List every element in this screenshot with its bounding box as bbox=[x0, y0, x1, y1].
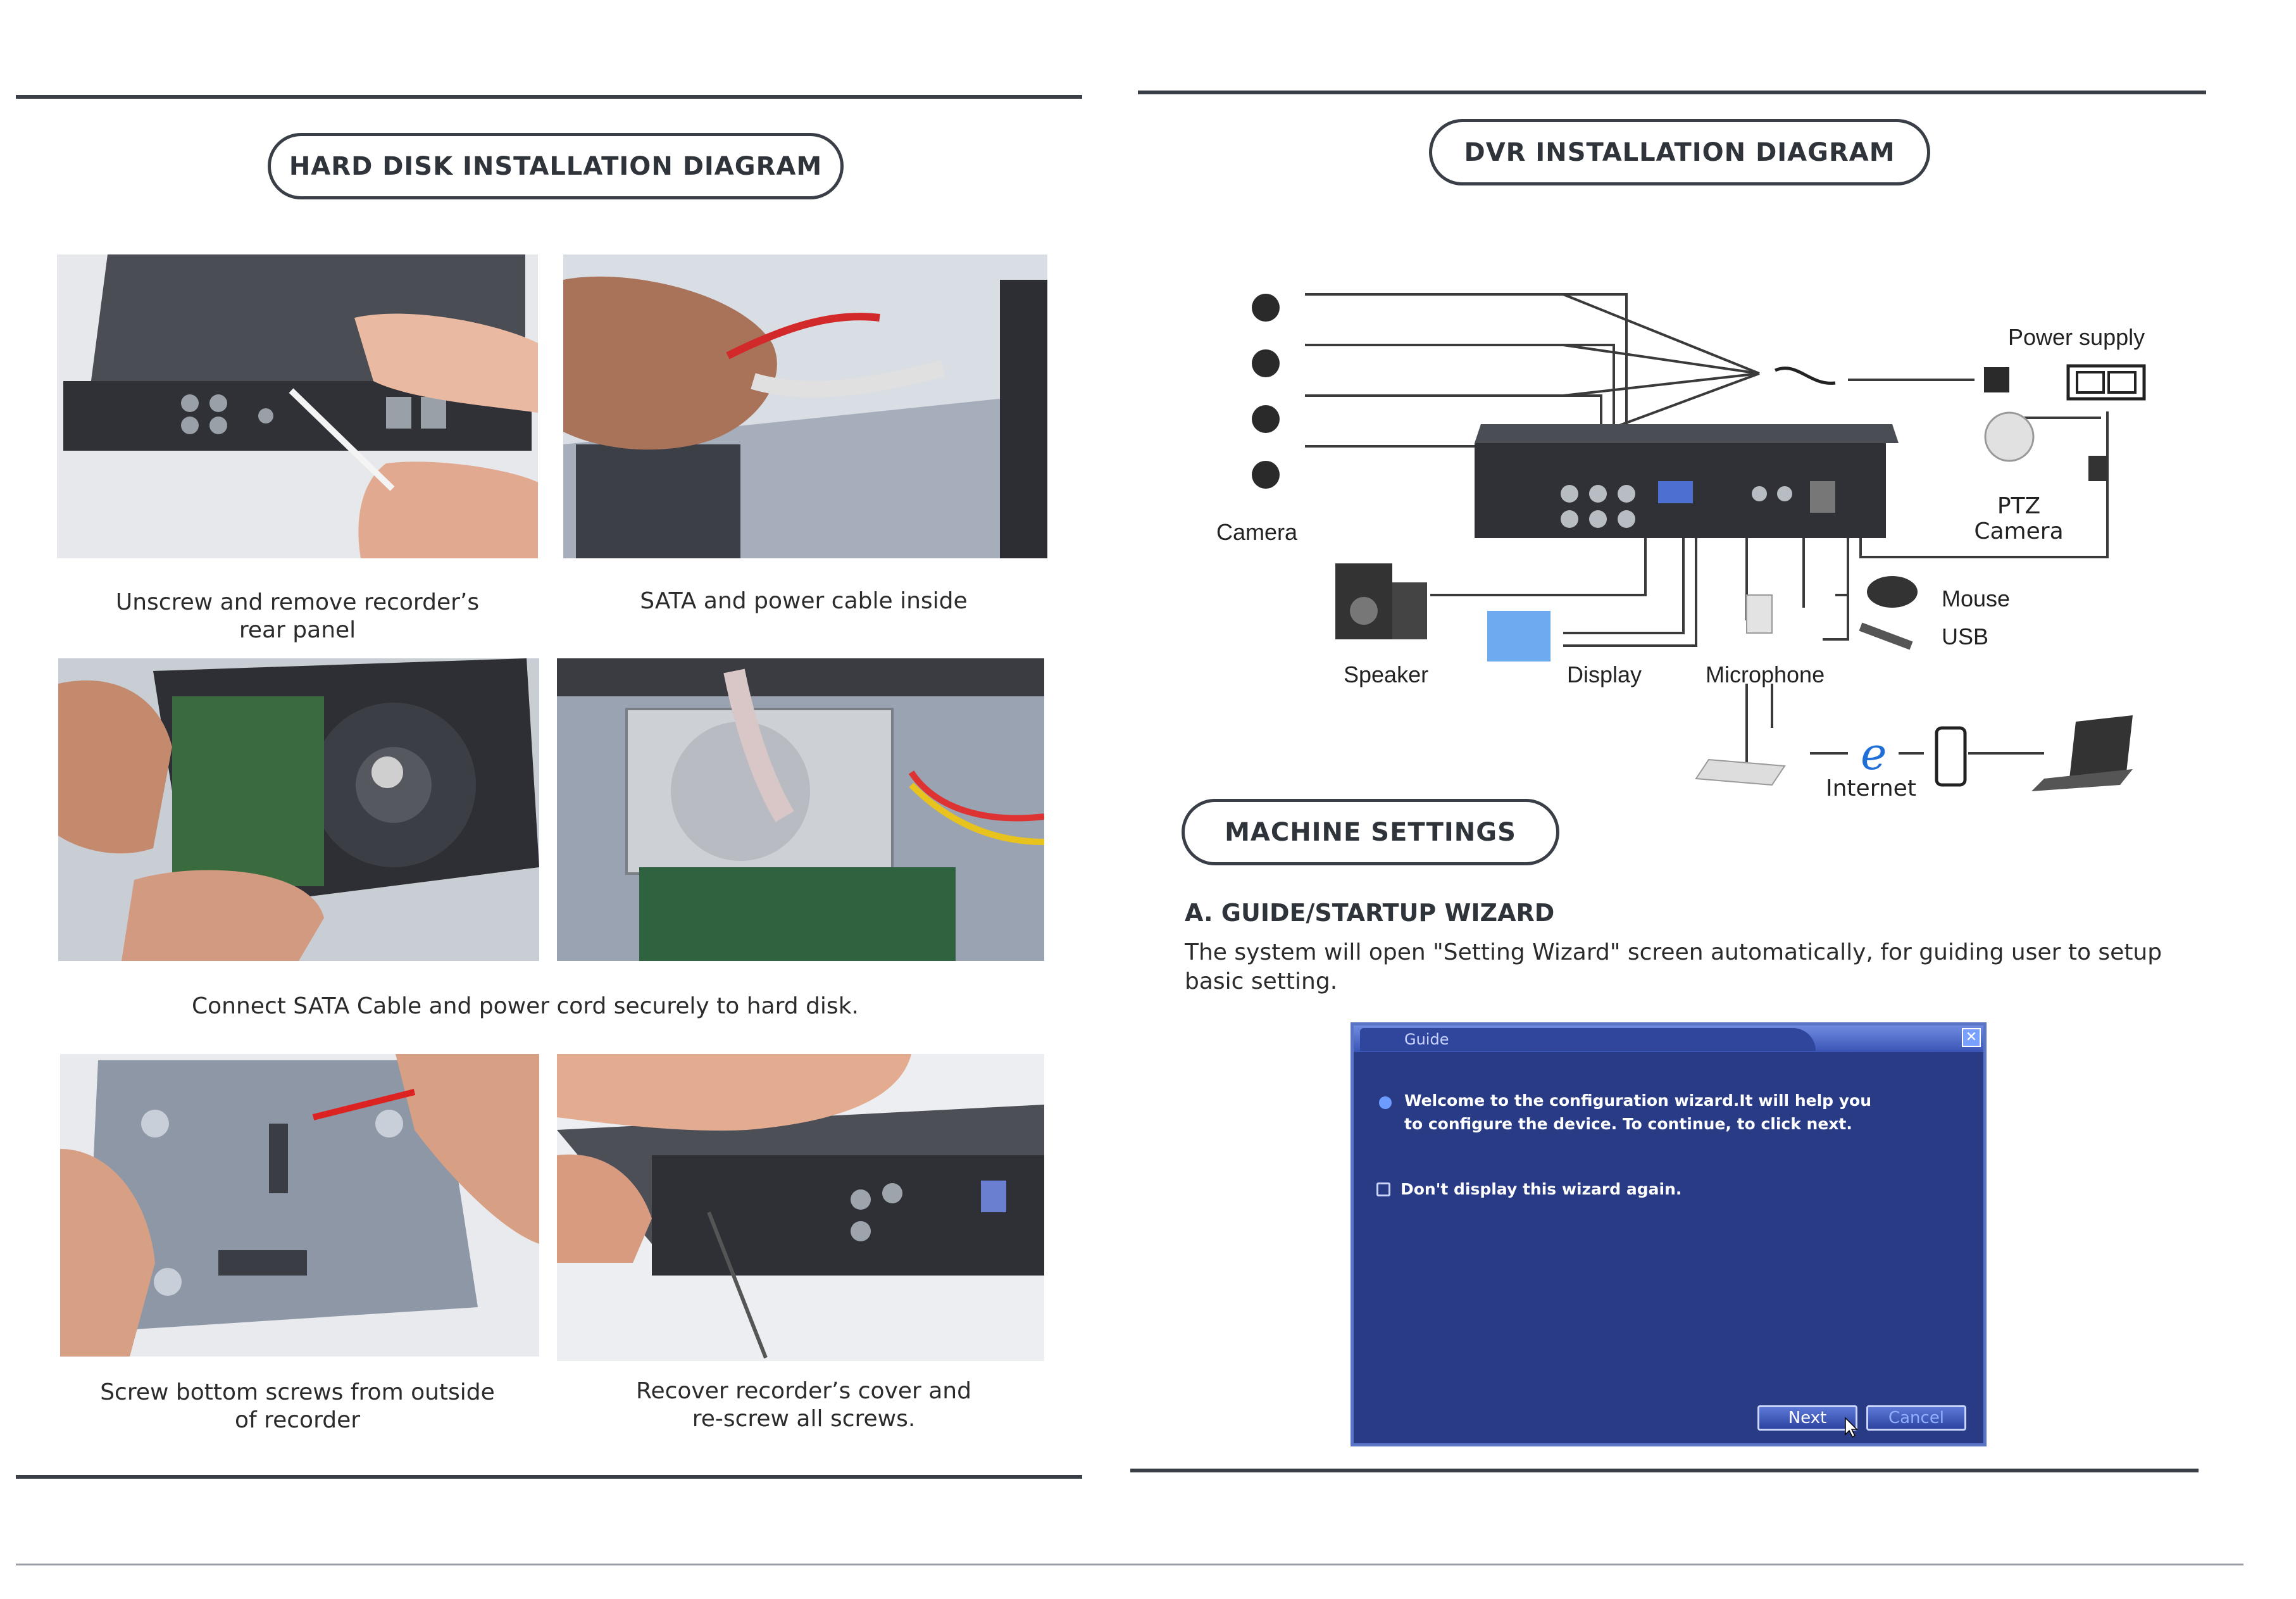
guide-title: Guide bbox=[1360, 1028, 1816, 1051]
next-button[interactable]: Next bbox=[1757, 1405, 1857, 1431]
label-mouse: Mouse bbox=[1942, 586, 2011, 611]
bottom-rule-right bbox=[1130, 1469, 2199, 1472]
mouse-icon bbox=[1867, 576, 1918, 608]
caption-step4: Screw bottom screws from outside of reco… bbox=[100, 1379, 495, 1433]
label-microphone: Microphone bbox=[1706, 662, 1825, 687]
label-display: Display bbox=[1567, 662, 1642, 687]
photo-connect-sata-to-disk bbox=[58, 658, 539, 961]
section-text: The system will open "Setting Wizard" sc… bbox=[1185, 939, 2162, 994]
label-power-supply: Power supply bbox=[2008, 324, 2145, 350]
dont-display-label: Don't display this wizard again. bbox=[1401, 1180, 1682, 1198]
microphone-icon bbox=[1746, 594, 1773, 634]
label-internet: Internet bbox=[1826, 775, 1916, 801]
photo-disk-in-chassis bbox=[557, 658, 1044, 961]
dvr-title: DVR INSTALLATION DIAGRAM bbox=[1429, 119, 1930, 185]
power-outlet-icon bbox=[2066, 364, 2146, 401]
display-icon bbox=[1487, 611, 1550, 662]
info-icon bbox=[1379, 1096, 1392, 1109]
label-usb: USB bbox=[1942, 624, 1989, 649]
machine-settings-title: MACHINE SETTINGS bbox=[1182, 799, 1559, 865]
caption-step1: Unscrew and remove recorder’s rear panel bbox=[115, 589, 480, 643]
dont-display-checkbox[interactable] bbox=[1376, 1182, 1390, 1196]
caption-step5: Recover recorder’s cover and re-screw al… bbox=[636, 1378, 971, 1432]
photo-bottom-screws bbox=[60, 1054, 539, 1357]
caption-step3: Connect SATA Cable and power cord secure… bbox=[192, 993, 859, 1019]
label-camera: Camera bbox=[1216, 519, 1298, 545]
guide-dialog: Guide ✕ Welcome to the configuration wiz… bbox=[1351, 1022, 1987, 1446]
label-speaker: Speaker bbox=[1344, 662, 1429, 687]
phone-icon bbox=[1935, 726, 1967, 787]
photo-recover-cover bbox=[557, 1054, 1044, 1361]
section-heading: A. GUIDE/STARTUP WIZARD bbox=[1185, 899, 1555, 927]
top-rule-left bbox=[16, 95, 1082, 99]
page-bottom-edge bbox=[16, 1564, 2243, 1565]
router-icon bbox=[1695, 758, 1786, 786]
hard-disk-title: HARD DISK INSTALLATION DIAGRAM bbox=[268, 133, 844, 199]
laptop-icon bbox=[2031, 715, 2133, 791]
guide-message: Welcome to the configuration wizard.It w… bbox=[1404, 1091, 1872, 1133]
cancel-button[interactable]: Cancel bbox=[1866, 1405, 1966, 1431]
dvr-box bbox=[1475, 424, 1899, 538]
top-rule-right bbox=[1138, 91, 2206, 94]
usb-icon bbox=[1859, 622, 1913, 650]
caption-step2: SATA and power cable inside bbox=[640, 588, 968, 614]
ptz-camera-icon bbox=[1984, 411, 2035, 462]
photo-unscrew-rear-panel bbox=[57, 254, 538, 558]
internet-explorer-icon: e bbox=[1861, 728, 1887, 780]
camera-icons bbox=[1252, 294, 1280, 489]
close-icon[interactable]: ✕ bbox=[1962, 1028, 1981, 1047]
label-ptz-camera: PTZ Camera bbox=[1974, 493, 2064, 544]
speaker-icon bbox=[1335, 563, 1427, 639]
dvr-connection-diagram: e bbox=[1252, 293, 2146, 791]
mouse-cursor-icon bbox=[1845, 1417, 1858, 1438]
bottom-rule-left bbox=[16, 1475, 1082, 1479]
photo-sata-power-cable bbox=[563, 254, 1047, 558]
